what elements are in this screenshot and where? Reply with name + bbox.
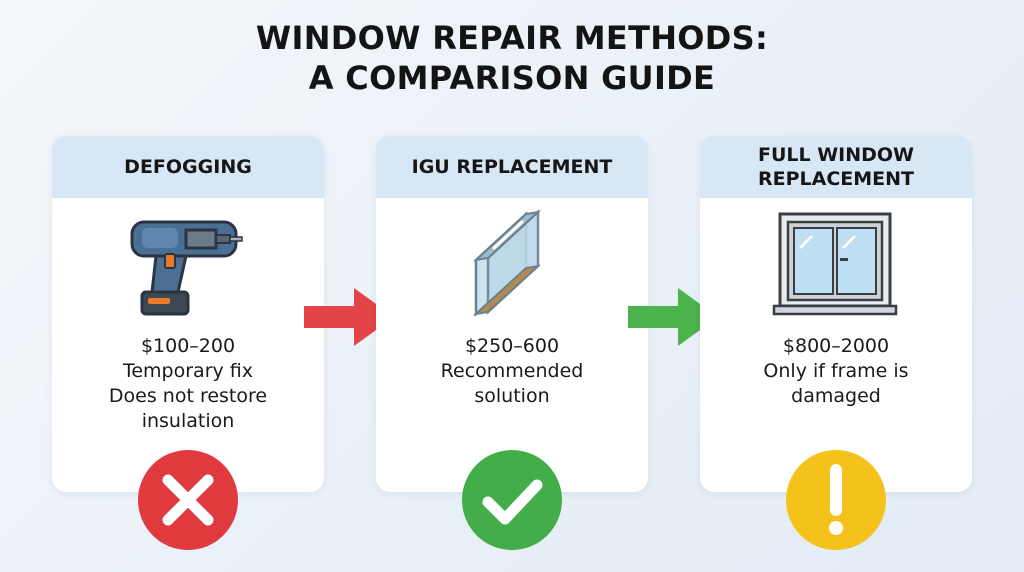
card-heading-line: FULL WINDOW bbox=[757, 144, 915, 166]
price: $100–200 bbox=[140, 335, 236, 357]
card-description: $800–2000 Only if frame is damaged bbox=[700, 334, 972, 409]
card-header: FULL WINDOW REPLACEMENT bbox=[700, 136, 972, 198]
page-title: WINDOW REPAIR METHODS: A COMPARISON GUID… bbox=[0, 18, 1024, 98]
window-frame-icon bbox=[772, 212, 898, 316]
right-arrow-icon bbox=[304, 288, 394, 346]
title-line-1: WINDOW REPAIR METHODS: bbox=[255, 19, 769, 57]
exclamation-icon bbox=[786, 450, 886, 550]
desc-line: insulation bbox=[141, 410, 235, 432]
check-mark-icon bbox=[462, 450, 562, 550]
card-defogging: DEFOGGING $100–200 Temporary fix Does no… bbox=[52, 136, 324, 550]
cordless-drill-icon bbox=[130, 220, 243, 316]
card-header: IGU REPLACEMENT bbox=[376, 136, 648, 198]
desc-line: Recommended bbox=[440, 360, 584, 382]
glass-unit-icon bbox=[472, 209, 542, 317]
price: $250–600 bbox=[464, 335, 560, 357]
card-description: $250–600 Recommended solution bbox=[376, 334, 648, 409]
card-heading-line: REPLACEMENT bbox=[757, 168, 914, 190]
card-igu-replacement: IGU REPLACEMENT $250–600 Recommended sol… bbox=[376, 136, 648, 550]
title-line-2: A COMPARISON GUIDE bbox=[308, 59, 716, 97]
x-mark-icon bbox=[138, 450, 238, 550]
card-full-window-replacement: FULL WINDOW REPLACEMENT $800–2000 Only i… bbox=[700, 136, 972, 550]
card-description: $100–200 Temporary fix Does not restore … bbox=[52, 334, 324, 434]
card-heading: IGU REPLACEMENT bbox=[411, 156, 613, 178]
card-header: DEFOGGING bbox=[52, 136, 324, 198]
desc-line: Does not restore bbox=[108, 385, 268, 407]
desc-line: solution bbox=[474, 385, 550, 407]
desc-line: damaged bbox=[791, 385, 881, 407]
price: $800–2000 bbox=[782, 335, 890, 357]
desc-line: Temporary fix bbox=[122, 360, 254, 382]
desc-line: Only if frame is bbox=[763, 360, 909, 382]
card-heading: DEFOGGING bbox=[124, 156, 252, 178]
card-heading: FULL WINDOW REPLACEMENT bbox=[758, 143, 914, 191]
right-arrow-icon bbox=[628, 288, 718, 346]
